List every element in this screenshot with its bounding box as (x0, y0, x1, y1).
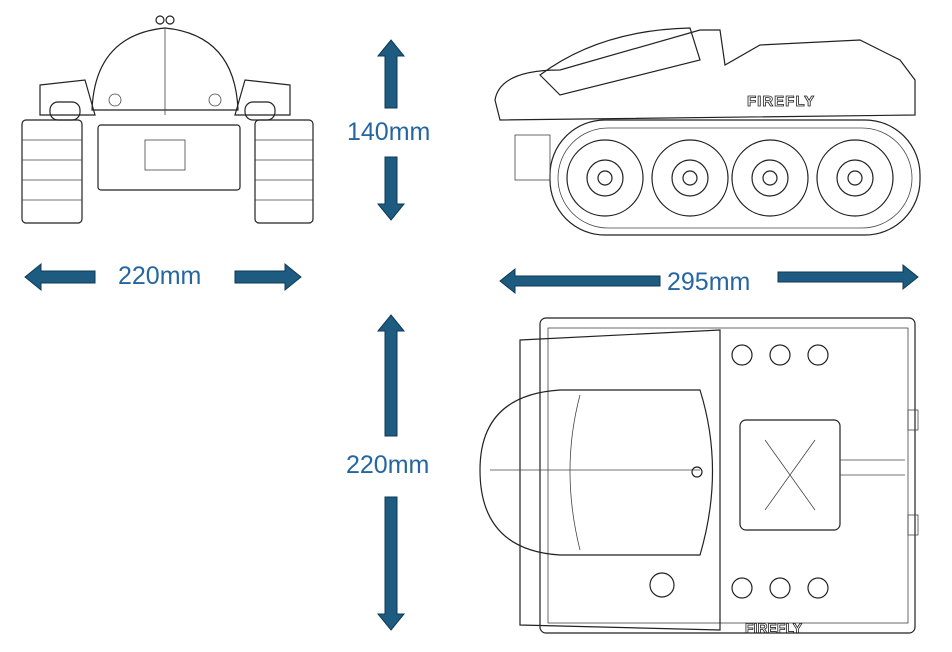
arrow-left (24, 262, 96, 292)
arrow-right (777, 263, 919, 291)
arrow-down (376, 156, 406, 221)
front-view (21, 15, 314, 224)
length-dimension-arrows (499, 263, 919, 295)
height-dimension-arrows (376, 39, 406, 221)
top-brand-text: FIREFLY (745, 620, 803, 636)
height-label: 140mm (347, 118, 431, 146)
length-label: 295mm (667, 268, 751, 296)
top-view: FIREFLY (479, 317, 919, 636)
top-width-label: 220mm (346, 451, 430, 479)
arrow-down (376, 496, 406, 631)
arrow-right (234, 262, 302, 292)
front-width-dimension-arrows (24, 262, 302, 292)
side-brand-text: FIREFLY (747, 93, 815, 110)
side-wheels (566, 139, 894, 217)
arrow-up (376, 39, 406, 109)
arrow-left (499, 267, 661, 295)
side-view: FIREFLY (494, 27, 921, 236)
front-width-label: 220mm (118, 262, 202, 290)
arrow-up (376, 314, 406, 437)
top-width-dimension-arrows (376, 314, 406, 631)
